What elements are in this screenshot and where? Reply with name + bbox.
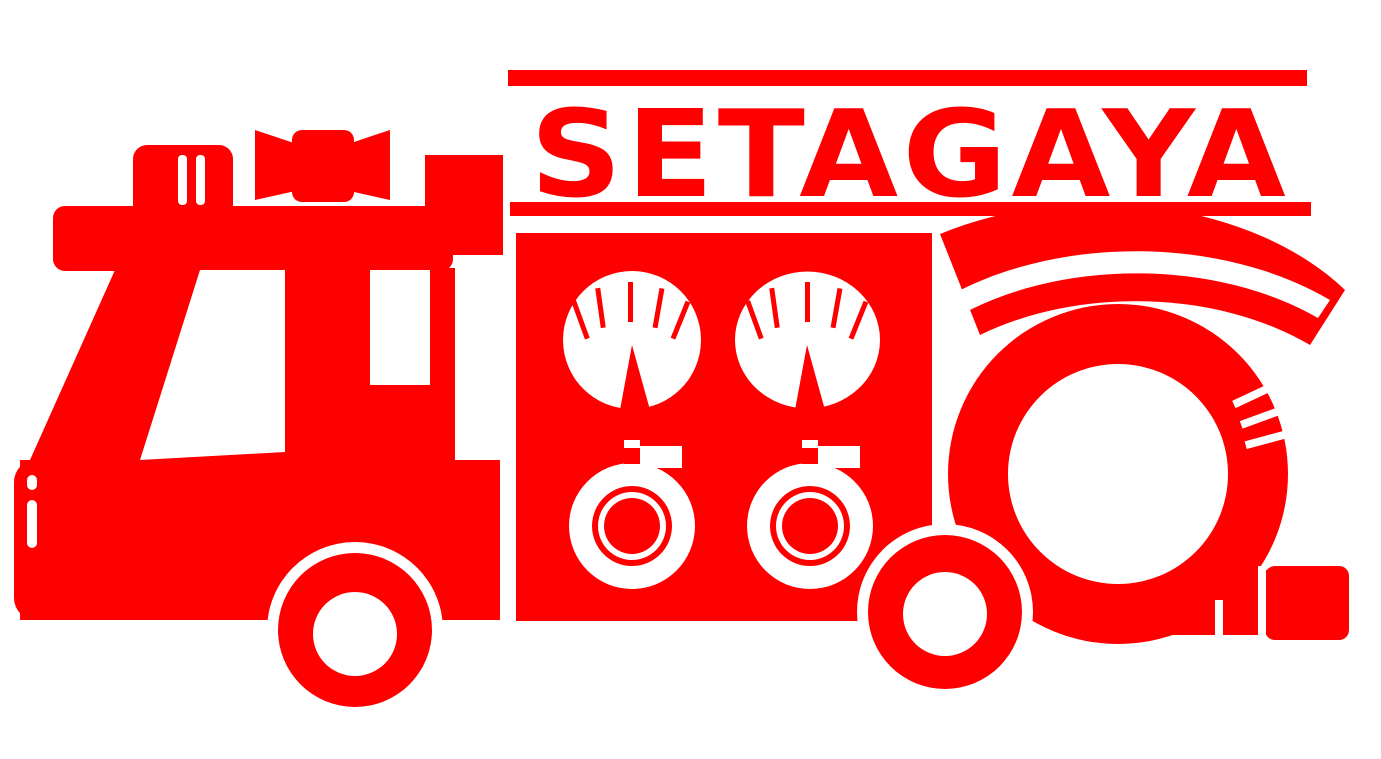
wordmark: SETAGAYA — [530, 86, 1290, 225]
wheels — [267, 524, 1033, 718]
cab-door-window — [370, 270, 430, 385]
pressure-gauges — [563, 271, 880, 410]
cab-window — [140, 270, 285, 460]
valve-right — [747, 440, 873, 589]
gauge-left — [563, 271, 701, 410]
front-wheel — [267, 542, 443, 718]
valve-left — [569, 440, 695, 589]
rear-wheel — [857, 524, 1033, 700]
gauge-right — [735, 271, 880, 410]
hose-valves — [569, 440, 873, 589]
